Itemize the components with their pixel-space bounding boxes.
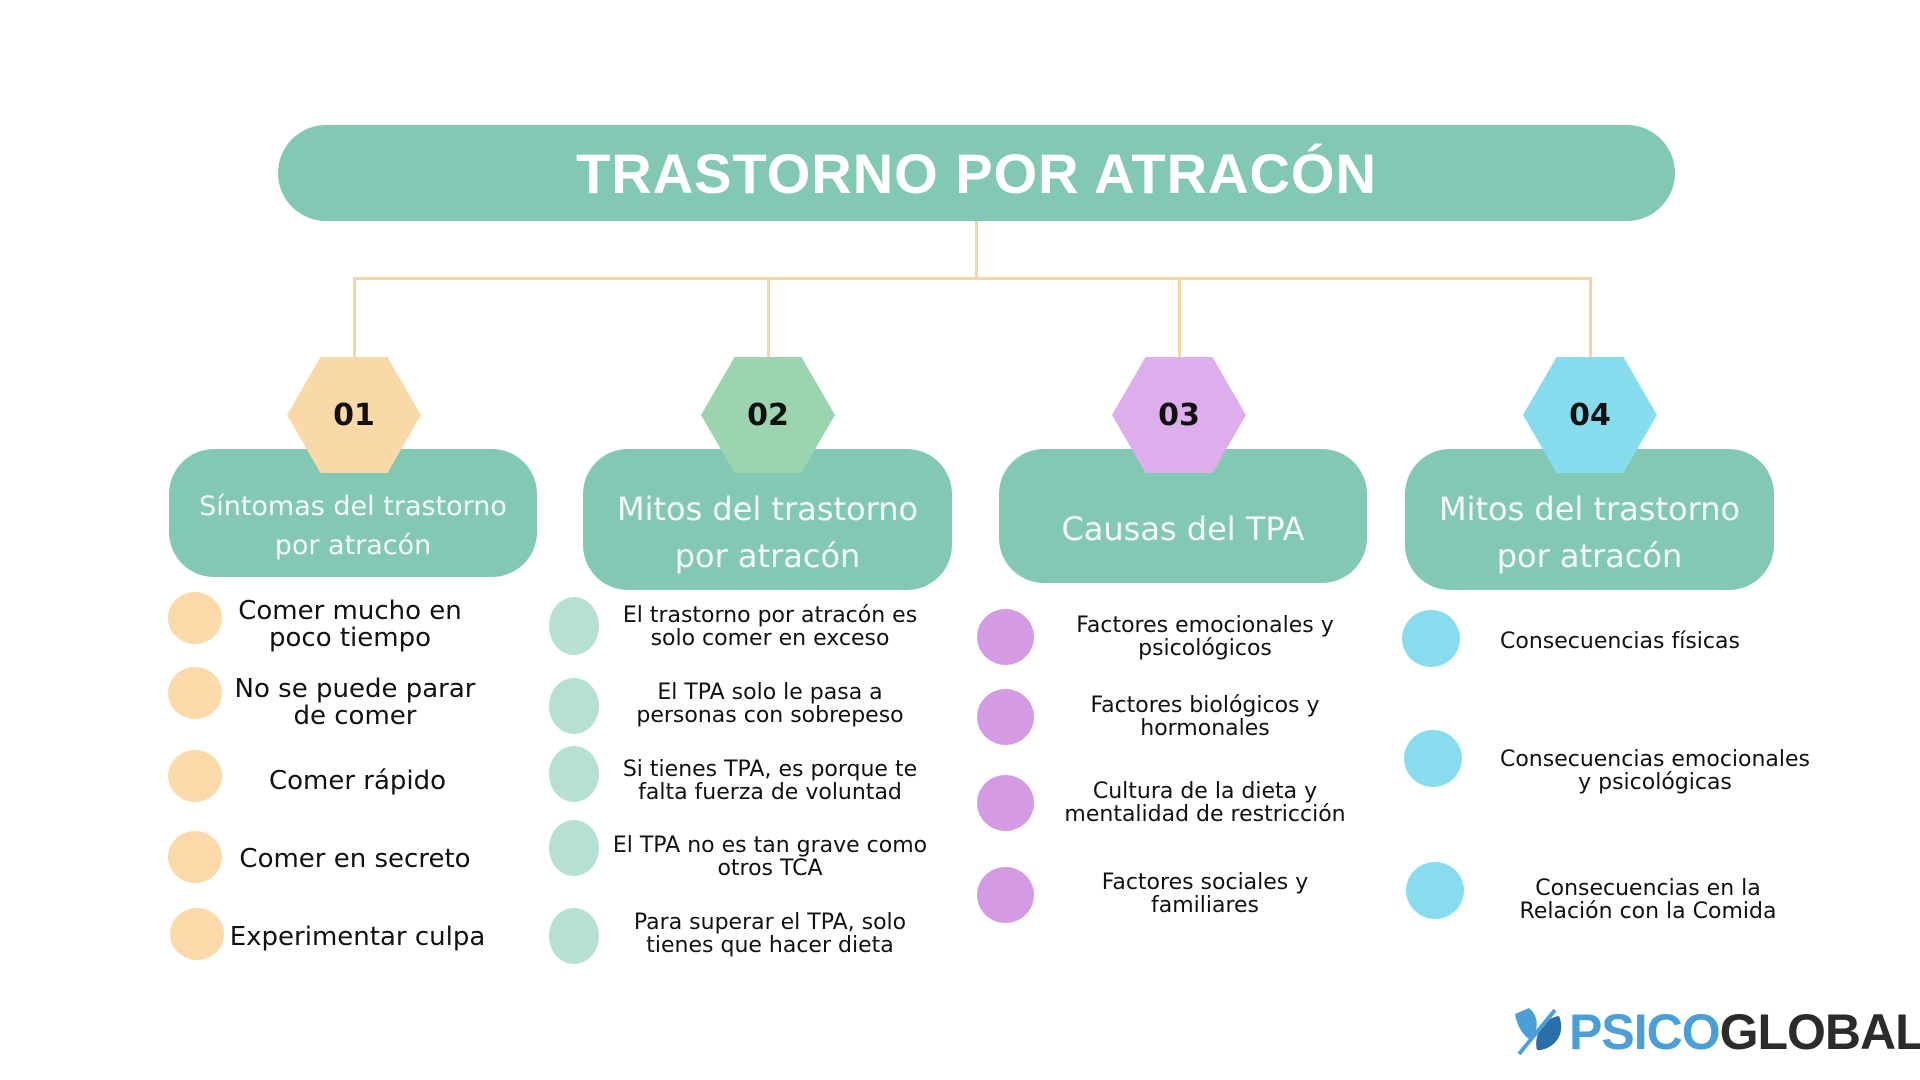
list-item: Comer rápido — [268, 766, 447, 796]
bullet-dot — [977, 867, 1034, 923]
list-item: Cultura de la dieta y mentalidad de rest… — [1064, 779, 1346, 828]
section-heading: Síntomas del trastorno por atracón — [199, 490, 507, 561]
list-item: Para superar el TPA, solo tienes que hac… — [633, 910, 907, 959]
section-heading: Causas del TPA — [1061, 509, 1305, 548]
section-number: 01 — [333, 397, 375, 433]
list-item: Consecuencias físicas — [1500, 629, 1740, 654]
section-number: 04 — [1569, 397, 1611, 433]
bullet-dot — [1404, 730, 1462, 787]
title-banner: TRASTORNO POR ATRACÓN — [278, 125, 1675, 221]
connector-drop-03 — [1178, 277, 1181, 359]
section-card-mitos: Mitos del trastorno por atracón — [583, 449, 952, 590]
connector-horizontal — [353, 277, 1591, 280]
list-item: Consecuencias en la Relación con la Comi… — [1519, 876, 1777, 925]
list-item: Si tienes TPA, es porque te falta fuerza… — [622, 757, 918, 806]
list-item: No se puede parar de comer — [234, 674, 476, 732]
list-item: El TPA no es tan grave como otros TCA — [612, 833, 928, 882]
connector-drop-04 — [1589, 277, 1592, 359]
list-item: El trastorno por atracón es solo comer e… — [622, 603, 918, 652]
bullet-dot — [977, 689, 1034, 745]
section-number: 03 — [1158, 397, 1200, 433]
section-number: 02 — [747, 397, 789, 433]
hexagon-03: 03 — [1112, 357, 1246, 473]
bullet-dot — [1406, 862, 1464, 919]
section-card-sintomas: Síntomas del trastorno por atracón — [169, 449, 537, 577]
bullet-dot — [549, 820, 599, 876]
bullet-dot — [549, 678, 599, 734]
bullet-dot — [168, 592, 222, 644]
list-item: Factores sociales y familiares — [1101, 870, 1309, 919]
bullet-dot — [977, 609, 1034, 665]
hexagon-01: 01 — [287, 357, 421, 473]
section-heading: Mitos del trastorno por atracón — [616, 490, 919, 575]
logo-text-psico: PSICO — [1569, 1004, 1721, 1060]
list-item: Experimentar culpa — [229, 922, 486, 952]
hexagon-04: 04 — [1523, 357, 1657, 473]
connector-drop-01 — [353, 277, 356, 359]
page-title: TRASTORNO POR ATRACÓN — [576, 141, 1377, 205]
list-item: Consecuencias emocionales y psicológicas — [1499, 747, 1811, 796]
bullet-dot — [549, 746, 599, 802]
list-item: Factores emocionales y psicológicos — [1076, 613, 1334, 662]
connector-trunk — [975, 221, 978, 279]
bullet-dot — [977, 775, 1034, 831]
section-heading: Mitos del trastorno por atracón — [1438, 490, 1741, 575]
bullet-dot — [168, 831, 222, 883]
list-item: Comer en secreto — [239, 844, 471, 874]
logo-text-global: GLOBAL — [1719, 1004, 1920, 1060]
psicoglobal-logo[interactable]: PSICO GLOBAL — [1513, 1003, 1920, 1061]
bullet-dot — [1402, 610, 1460, 667]
bullet-dot — [168, 750, 222, 802]
bullet-dot — [549, 908, 599, 964]
list-item: El TPA solo le pasa a personas con sobre… — [636, 680, 904, 729]
bullet-dot — [168, 667, 222, 719]
bullet-dot — [170, 908, 224, 960]
list-item: Factores biológicos y hormonales — [1090, 693, 1320, 742]
bullet-dot — [549, 597, 599, 655]
connector-drop-02 — [767, 277, 770, 359]
leaf-logo-icon — [1515, 1008, 1562, 1056]
list-item: Comer mucho en poco tiempo — [238, 596, 462, 654]
